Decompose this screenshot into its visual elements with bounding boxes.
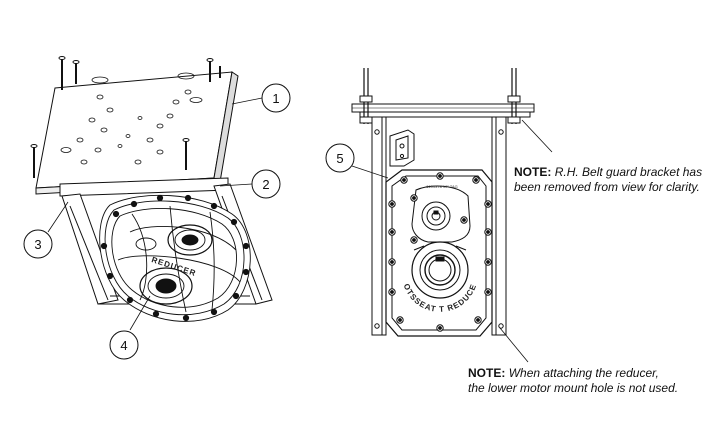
note-label: NOTE: (468, 366, 506, 380)
callout-3: 3 (23, 201, 69, 259)
svg-text:1: 1 (272, 91, 279, 106)
top-mount-plate (351, 68, 535, 124)
callout-1: 1 (231, 83, 291, 113)
callout-4: 4 (109, 295, 151, 360)
svg-text:4: 4 (120, 338, 127, 353)
motor-mount-note: NOTE: When attaching the reducer, the lo… (468, 366, 678, 396)
gear-reducer: REDUCER (99, 194, 251, 322)
callout-2: 2 (219, 169, 281, 199)
note-line: R.H. Belt guard bracket has (554, 165, 703, 179)
note-line: the lower motor mount hole is not used. (468, 381, 679, 395)
belt-guard-bracket (389, 129, 415, 167)
belt-guard-note: NOTE: R.H. Belt guard bracket has been r… (514, 165, 702, 195)
motor-mount-plate (30, 56, 239, 195)
svg-text:3: 3 (34, 237, 41, 252)
callout-5: 5 (325, 143, 389, 179)
note-line: been removed from view for clarity. (514, 180, 700, 194)
plate-marking: 6101378 10" TAG (426, 184, 458, 189)
svg-text:5: 5 (336, 151, 343, 166)
note-line: When attaching the reducer, (508, 366, 659, 380)
note-label: NOTE: (514, 165, 552, 179)
isometric-view: REDUCER (30, 56, 273, 322)
svg-text:2: 2 (262, 177, 269, 192)
side-rails (371, 116, 507, 336)
